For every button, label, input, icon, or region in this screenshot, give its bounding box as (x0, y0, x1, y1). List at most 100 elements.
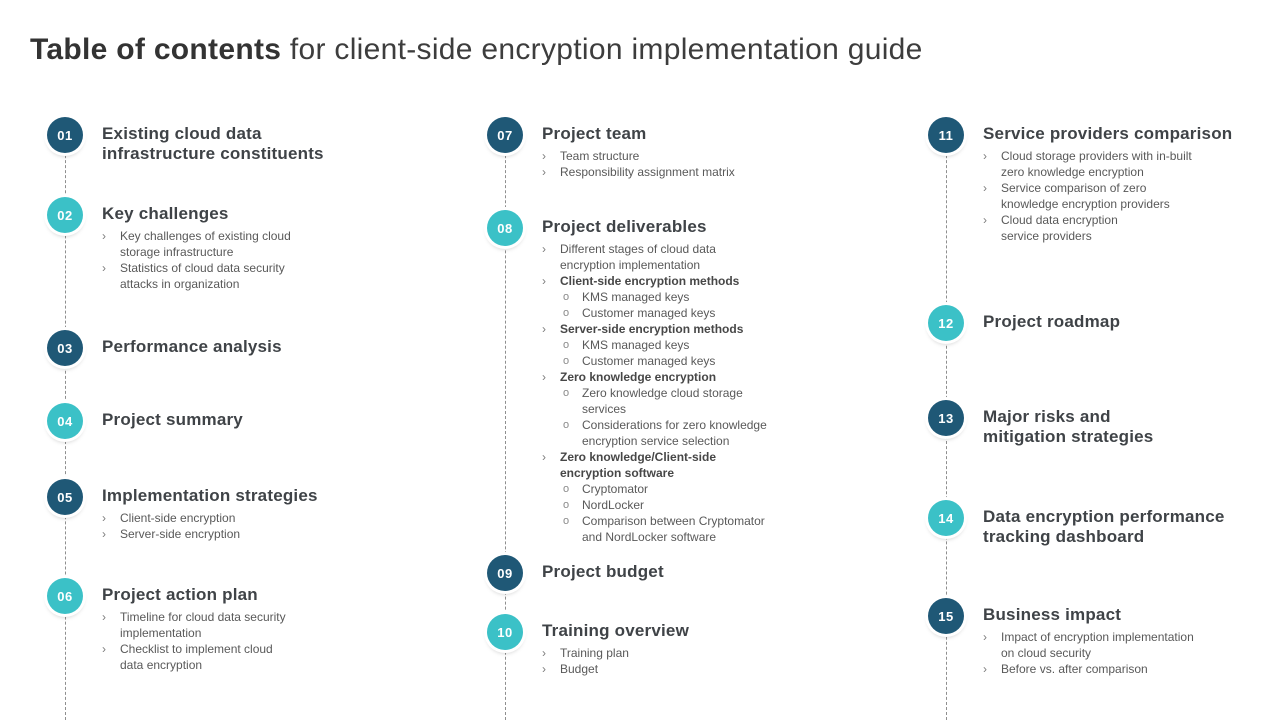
toc-item: 10 Training overview › Training plan › B… (487, 614, 794, 677)
subtopic-label: Timeline for cloud data security impleme… (120, 610, 286, 640)
subtopic-label: Team structure (560, 149, 640, 163)
toc-column-3: 11 Service providers comparison › Cloud … (928, 0, 1232, 720)
subtopic-item: › Zero knowledge/Client-side encryption … (542, 449, 794, 481)
item-number-badge: 09 (487, 555, 523, 591)
subtopic-label: Server-side encryption methods (560, 322, 744, 336)
chevron-bullet-icon: › (102, 229, 106, 243)
item-title: Project budget (542, 562, 664, 581)
subtopic-label: Checklist to implement cloud data encryp… (120, 642, 273, 672)
subtopic-item: › Team structure (542, 148, 794, 164)
subtopic-label: NordLocker (582, 498, 645, 512)
subtopic-item: o Cryptomator (542, 481, 794, 497)
chevron-bullet-icon: › (983, 149, 987, 163)
chevron-bullet-icon: › (542, 149, 546, 163)
item-title: Project team (542, 124, 647, 143)
toc-item-content: Data encryption performance tracking das… (983, 500, 1235, 551)
toc-item: 09 Project budget (487, 555, 794, 591)
subtopic-item: › Budget (542, 661, 794, 677)
circle-bullet-icon: o (563, 355, 570, 367)
item-subtopics: › Client-side encryption › Server-side e… (102, 510, 354, 542)
item-number-badge: 13 (928, 400, 964, 436)
toc-item: 05 Implementation strategies › Client-si… (47, 479, 354, 542)
subtopic-label: Zero knowledge/Client-side encryption so… (560, 450, 717, 480)
circle-bullet-icon: o (563, 387, 570, 399)
subtopic-item: o Zero knowledge cloud storage services (542, 385, 794, 417)
toc-item: 06 Project action plan › Timeline for cl… (47, 578, 354, 673)
subtopic-label: Different stages of cloud data encryptio… (560, 242, 716, 272)
circle-bullet-icon: o (563, 307, 570, 319)
item-title: Existing cloud data infrastructure const… (102, 124, 324, 163)
item-title: Implementation strategies (102, 486, 318, 505)
circle-bullet-icon: o (563, 499, 570, 511)
item-subtopics: › Different stages of cloud data encrypt… (542, 241, 794, 545)
subtopic-label: Zero knowledge encryption (560, 370, 717, 384)
subtopic-item: › Before vs. after comparison (983, 661, 1235, 677)
item-number-badge: 05 (47, 479, 83, 515)
item-subtopics: › Training plan › Budget (542, 645, 794, 677)
subtopic-item: › Key challenges of existing cloud stora… (102, 228, 354, 260)
chevron-bullet-icon: › (542, 450, 546, 464)
item-title: Data encryption performance tracking das… (983, 507, 1225, 546)
toc-item-content: Performance analysis (102, 330, 354, 361)
subtopic-item: › Timeline for cloud data security imple… (102, 609, 354, 641)
toc-column-2: 07 Project team › Team structure › Respo… (487, 0, 787, 720)
toc-column-1: 01 Existing cloud data infrastructure co… (47, 0, 347, 720)
item-subtopics: › Key challenges of existing cloud stora… (102, 228, 354, 292)
subtopic-item: o Considerations for zero knowledge encr… (542, 417, 794, 449)
chevron-bullet-icon: › (542, 242, 546, 256)
page-title-emphasis: Table of contents (30, 33, 282, 66)
item-title: Project deliverables (542, 217, 707, 236)
chevron-bullet-icon: › (102, 261, 106, 275)
toc-item-content: Project action plan › Timeline for cloud… (102, 578, 354, 673)
toc-item-content: Project budget (542, 555, 794, 586)
toc-item-content: Project summary (102, 403, 354, 434)
subtopic-label: KMS managed keys (582, 338, 690, 352)
chevron-bullet-icon: › (102, 511, 106, 525)
circle-bullet-icon: o (563, 515, 570, 527)
subtopic-item: o KMS managed keys (542, 337, 794, 353)
circle-bullet-icon: o (563, 291, 570, 303)
toc-item-content: Existing cloud data infrastructure const… (102, 117, 354, 168)
subtopic-item: o KMS managed keys (542, 289, 794, 305)
item-number-badge: 06 (47, 578, 83, 614)
chevron-bullet-icon: › (542, 165, 546, 179)
toc-item: 01 Existing cloud data infrastructure co… (47, 117, 354, 168)
item-number-badge: 15 (928, 598, 964, 634)
chevron-bullet-icon: › (983, 662, 987, 676)
circle-bullet-icon: o (563, 483, 570, 495)
subtopic-label: Training plan (560, 646, 629, 660)
subtopic-item: › Cloud storage providers with in-built … (983, 148, 1235, 180)
item-subtopics: › Cloud storage providers with in-built … (983, 148, 1235, 244)
item-number-badge: 11 (928, 117, 964, 153)
subtopic-label: Client-side encryption methods (560, 274, 740, 288)
item-number-badge: 04 (47, 403, 83, 439)
subtopic-item: › Server-side encryption methods (542, 321, 794, 337)
chevron-bullet-icon: › (542, 322, 546, 336)
toc-item: 13 Major risks and mitigation strategies (928, 400, 1235, 451)
item-number-badge: 07 (487, 117, 523, 153)
subtopic-item: o Customer managed keys (542, 305, 794, 321)
subtopic-label: Service comparison of zero knowledge enc… (1001, 181, 1170, 211)
chevron-bullet-icon: › (102, 642, 106, 656)
item-title: Performance analysis (102, 337, 282, 356)
subtopic-item: o NordLocker (542, 497, 794, 513)
item-number-badge: 14 (928, 500, 964, 536)
circle-bullet-icon: o (563, 339, 570, 351)
toc-item-content: Business impact › Impact of encryption i… (983, 598, 1235, 677)
subtopic-item: › Client-side encryption methods (542, 273, 794, 289)
toc-item-content: Project roadmap (983, 305, 1235, 336)
subtopic-item: o Customer managed keys (542, 353, 794, 369)
subtopic-item: › Cloud data encryption service provider… (983, 212, 1235, 244)
toc-item-content: Service providers comparison › Cloud sto… (983, 117, 1235, 244)
subtopic-label: Responsibility assignment matrix (560, 165, 735, 179)
toc-item-content: Project team › Team structure › Responsi… (542, 117, 794, 180)
chevron-bullet-icon: › (983, 181, 987, 195)
subtopic-label: Client-side encryption (120, 511, 236, 525)
column-connector-line (505, 135, 506, 720)
toc-item: 02 Key challenges › Key challenges of ex… (47, 197, 354, 292)
subtopic-item: › Responsibility assignment matrix (542, 164, 794, 180)
chevron-bullet-icon: › (983, 630, 987, 644)
page-title-rest: for client-side encryption implementatio… (289, 33, 923, 66)
subtopic-label: Cryptomator (582, 482, 649, 496)
toc-item-content: Project deliverables › Different stages … (542, 210, 794, 545)
